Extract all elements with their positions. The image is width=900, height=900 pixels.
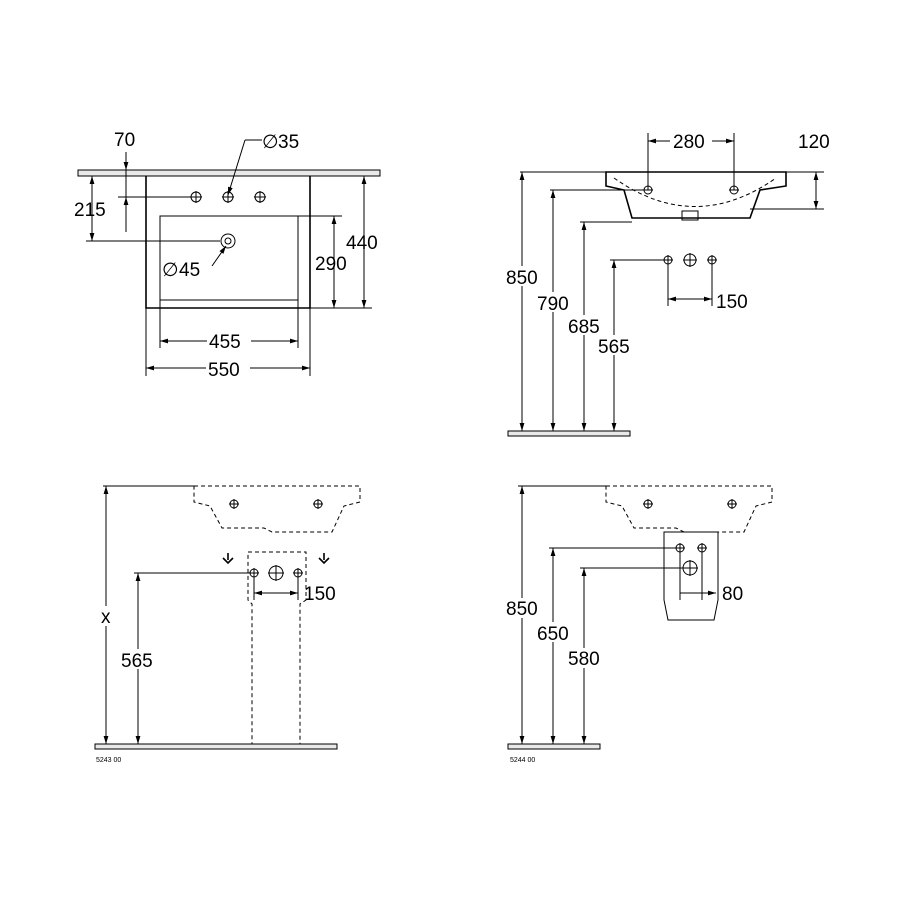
pedestal-basin-outline: [193, 485, 361, 533]
dim-280-label: 280: [673, 132, 705, 153]
basin-bowl: [159, 215, 299, 301]
semi-basin-outline: [605, 485, 773, 533]
basin-outline: [145, 176, 311, 309]
basin-side-outline: [605, 171, 787, 219]
down-arrow-left: [222, 553, 234, 565]
side-waste-hole: [683, 253, 697, 267]
side-view: 280 120 850 790 685 565 15: [504, 131, 830, 437]
pedestal-view: 150 x 565 5243 00: [94, 485, 361, 764]
dim-35-label: 35: [278, 132, 299, 153]
pedestal-floor: [94, 743, 338, 750]
dim-150-label: 150: [716, 292, 748, 313]
dim-45-symbol: ∅: [162, 260, 179, 281]
dim-685-label: 685: [568, 317, 600, 338]
dim-650-label: 650: [537, 624, 569, 645]
ped-waste-hole: [268, 565, 284, 581]
semi-waste-hole: [682, 560, 698, 576]
side-supply-left: [663, 255, 673, 265]
dim-455-label: 455: [209, 332, 241, 353]
dim-790-label: 790: [537, 294, 569, 315]
dim-45-label: 45: [179, 260, 200, 281]
side-floor: [507, 430, 631, 437]
semi-basin-hole-left: [643, 499, 653, 509]
dim-x-label: x: [101, 607, 111, 628]
dim-120-label: 120: [798, 132, 830, 153]
ped-basin-hole-right: [313, 499, 323, 509]
ped-supply-left: [249, 568, 259, 578]
dim-35-symbol: ∅: [262, 132, 279, 153]
dim-35-leader: [227, 139, 246, 196]
semi-supply-right: [697, 543, 707, 553]
wall-strip: [77, 169, 381, 177]
down-arrow-right: [318, 553, 330, 565]
semi-basin-hole-right: [727, 499, 737, 509]
tap-hole-left: [190, 191, 202, 203]
dim-215-label: 215: [74, 200, 106, 221]
semi-floor: [507, 743, 601, 750]
ped-supply-right: [293, 568, 303, 578]
dim-45-leader: [211, 245, 227, 267]
side-supply-right: [707, 255, 717, 265]
semi-pedestal-view: 80 850 650 580 5244 00: [504, 485, 773, 764]
tap-hole-center: [222, 191, 234, 203]
top-view: 70 215 ∅ 35 ∅ 45 290 440 455 550: [74, 130, 381, 381]
model-code-pedestal: 5243 00: [96, 757, 121, 764]
dim-580-label: 580: [568, 649, 600, 670]
dim-80-label: 80: [722, 584, 743, 605]
dim-850-label: 850: [506, 599, 538, 620]
model-code-semi: 5244 00: [510, 757, 535, 764]
dim-150-label: 150: [304, 584, 336, 605]
tap-hole-right: [254, 191, 266, 203]
dim-290-label: 290: [315, 254, 347, 275]
drain-hole: [220, 233, 236, 249]
pedestal-outline: [247, 551, 307, 746]
dim-70-label: 70: [114, 130, 135, 151]
side-drain: [681, 210, 699, 221]
ped-basin-hole-left: [229, 499, 239, 509]
dim-440-label: 440: [346, 233, 378, 254]
dim-565-label: 565: [121, 651, 153, 672]
dim-850-label: 850: [506, 268, 538, 289]
dim-550-label: 550: [208, 360, 240, 381]
basin-side-bowl: [613, 177, 777, 207]
semi-pedestal-outline: [663, 531, 719, 621]
dim-565-label: 565: [598, 337, 630, 358]
semi-supply-left: [675, 543, 685, 553]
